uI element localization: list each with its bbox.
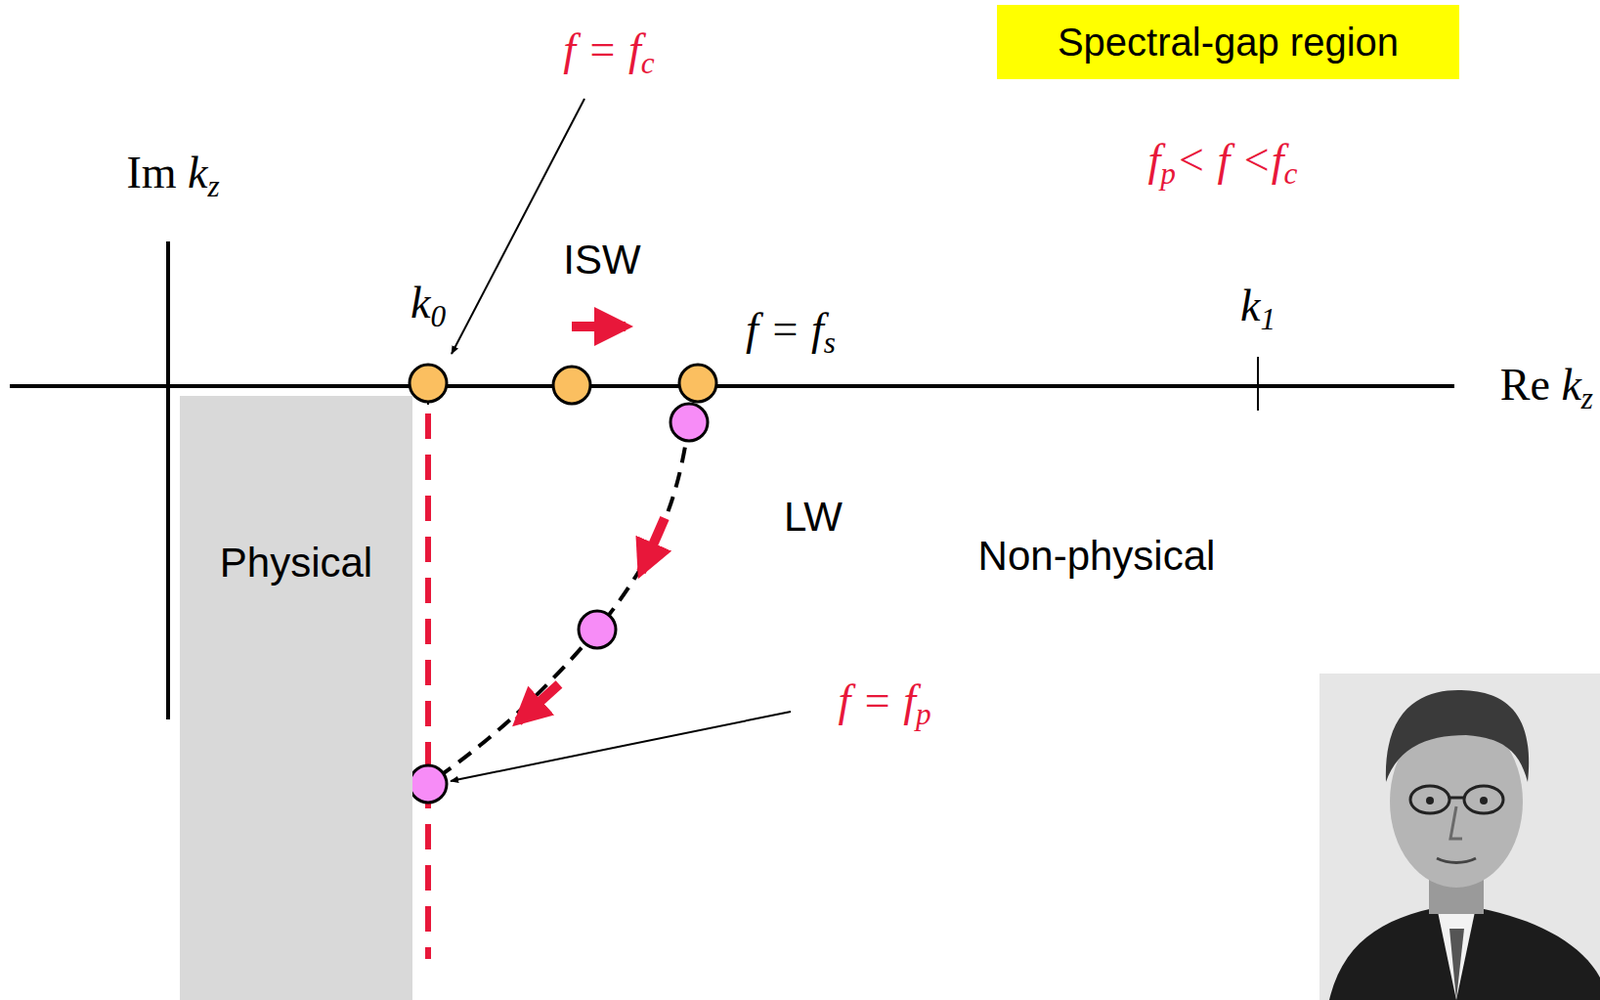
isw-pole <box>409 364 447 402</box>
branch-line <box>425 413 432 959</box>
motion-arrow <box>571 321 626 332</box>
leader-line <box>450 711 791 781</box>
k1-tick <box>1256 356 1259 411</box>
wave-type-label: LW <box>783 494 843 540</box>
wavenumber-label: k1 <box>1240 281 1276 337</box>
leader-line <box>451 98 585 354</box>
imag-axis <box>166 241 171 720</box>
wavenumber-label: k0 <box>410 278 446 334</box>
isw-pole <box>553 366 591 404</box>
axis-label: Re kz <box>1500 360 1594 416</box>
motion-arrow <box>518 684 560 722</box>
lw-pole <box>578 610 616 649</box>
region-label: Non-physical <box>978 533 1216 579</box>
node-text: Physical <box>179 540 413 586</box>
wave-type-label: ISW <box>562 237 641 283</box>
real-axis <box>9 384 1455 389</box>
motion-arrow <box>641 518 665 572</box>
lw-pole <box>670 403 708 441</box>
physical-region: Physical <box>179 395 413 1000</box>
node-text: Spectral-gap region <box>1057 20 1399 64</box>
isw-pole <box>679 364 717 402</box>
region-box: Spectral-gap region <box>996 4 1460 80</box>
lw-pole <box>409 765 447 803</box>
leaky-wave-path <box>428 422 690 784</box>
frequency-label: f = fp <box>837 676 931 732</box>
frequency-label: f = fc <box>562 25 655 81</box>
frequency-label: f = fs <box>745 304 836 360</box>
frequency-range-label: fp< f <fc <box>1148 135 1298 191</box>
axis-label: Im kz <box>126 148 219 204</box>
portrait <box>1319 673 1600 1000</box>
